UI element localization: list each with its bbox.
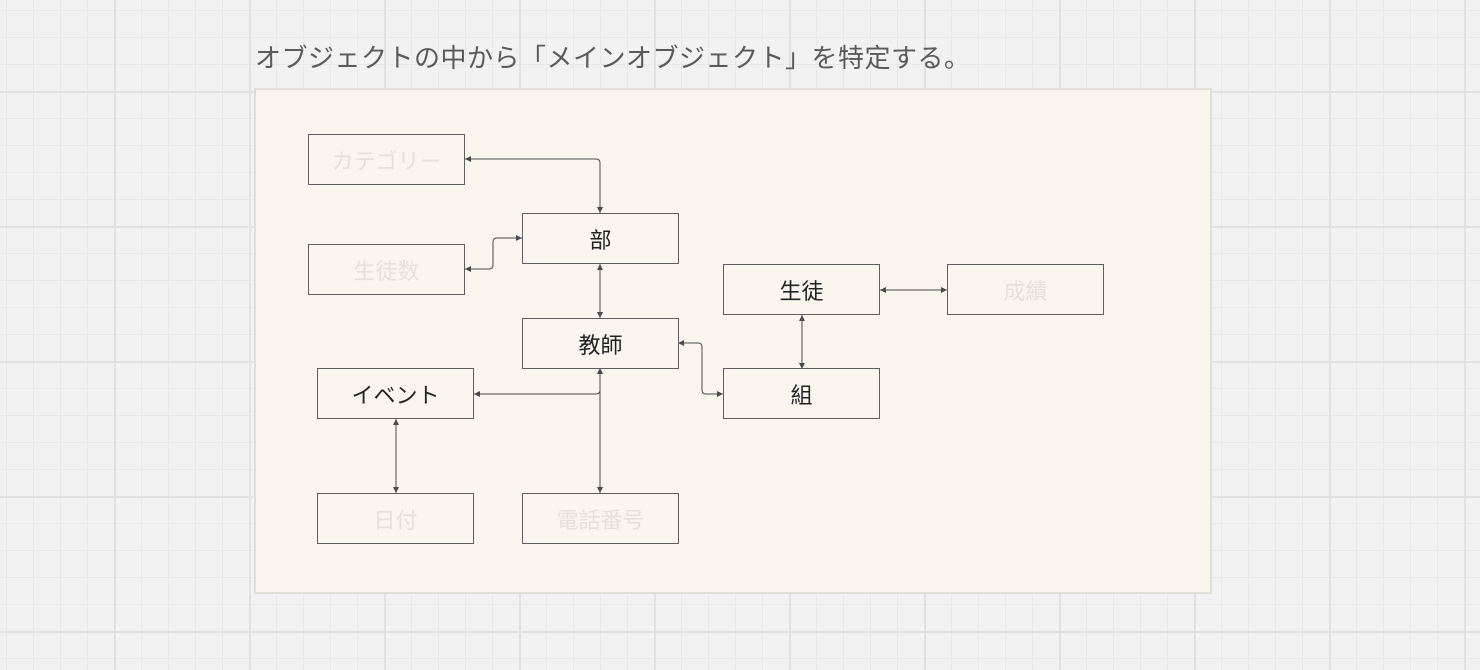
node-date[interactable]: 日付 bbox=[317, 493, 474, 544]
node-student[interactable]: 生徒 bbox=[723, 264, 880, 315]
connector-teacher-class bbox=[678, 340, 723, 397]
node-grades[interactable]: 成績 bbox=[947, 264, 1104, 315]
connector-category-bu bbox=[465, 156, 603, 213]
node-phone[interactable]: 電話番号 bbox=[522, 493, 679, 544]
connector-student-count-bu bbox=[465, 235, 522, 272]
node-category[interactable]: カテゴリー bbox=[308, 134, 465, 185]
node-class[interactable]: 組 bbox=[723, 368, 880, 419]
node-teacher[interactable]: 教師 bbox=[522, 318, 679, 369]
node-student-count[interactable]: 生徒数 bbox=[308, 244, 465, 295]
connector-teacher-event bbox=[474, 368, 603, 397]
node-bu[interactable]: 部 bbox=[522, 213, 679, 264]
page-title: オブジェクトの中から「メインオブジェクト」を特定する。 bbox=[255, 44, 971, 74]
node-event[interactable]: イベント bbox=[317, 368, 474, 419]
